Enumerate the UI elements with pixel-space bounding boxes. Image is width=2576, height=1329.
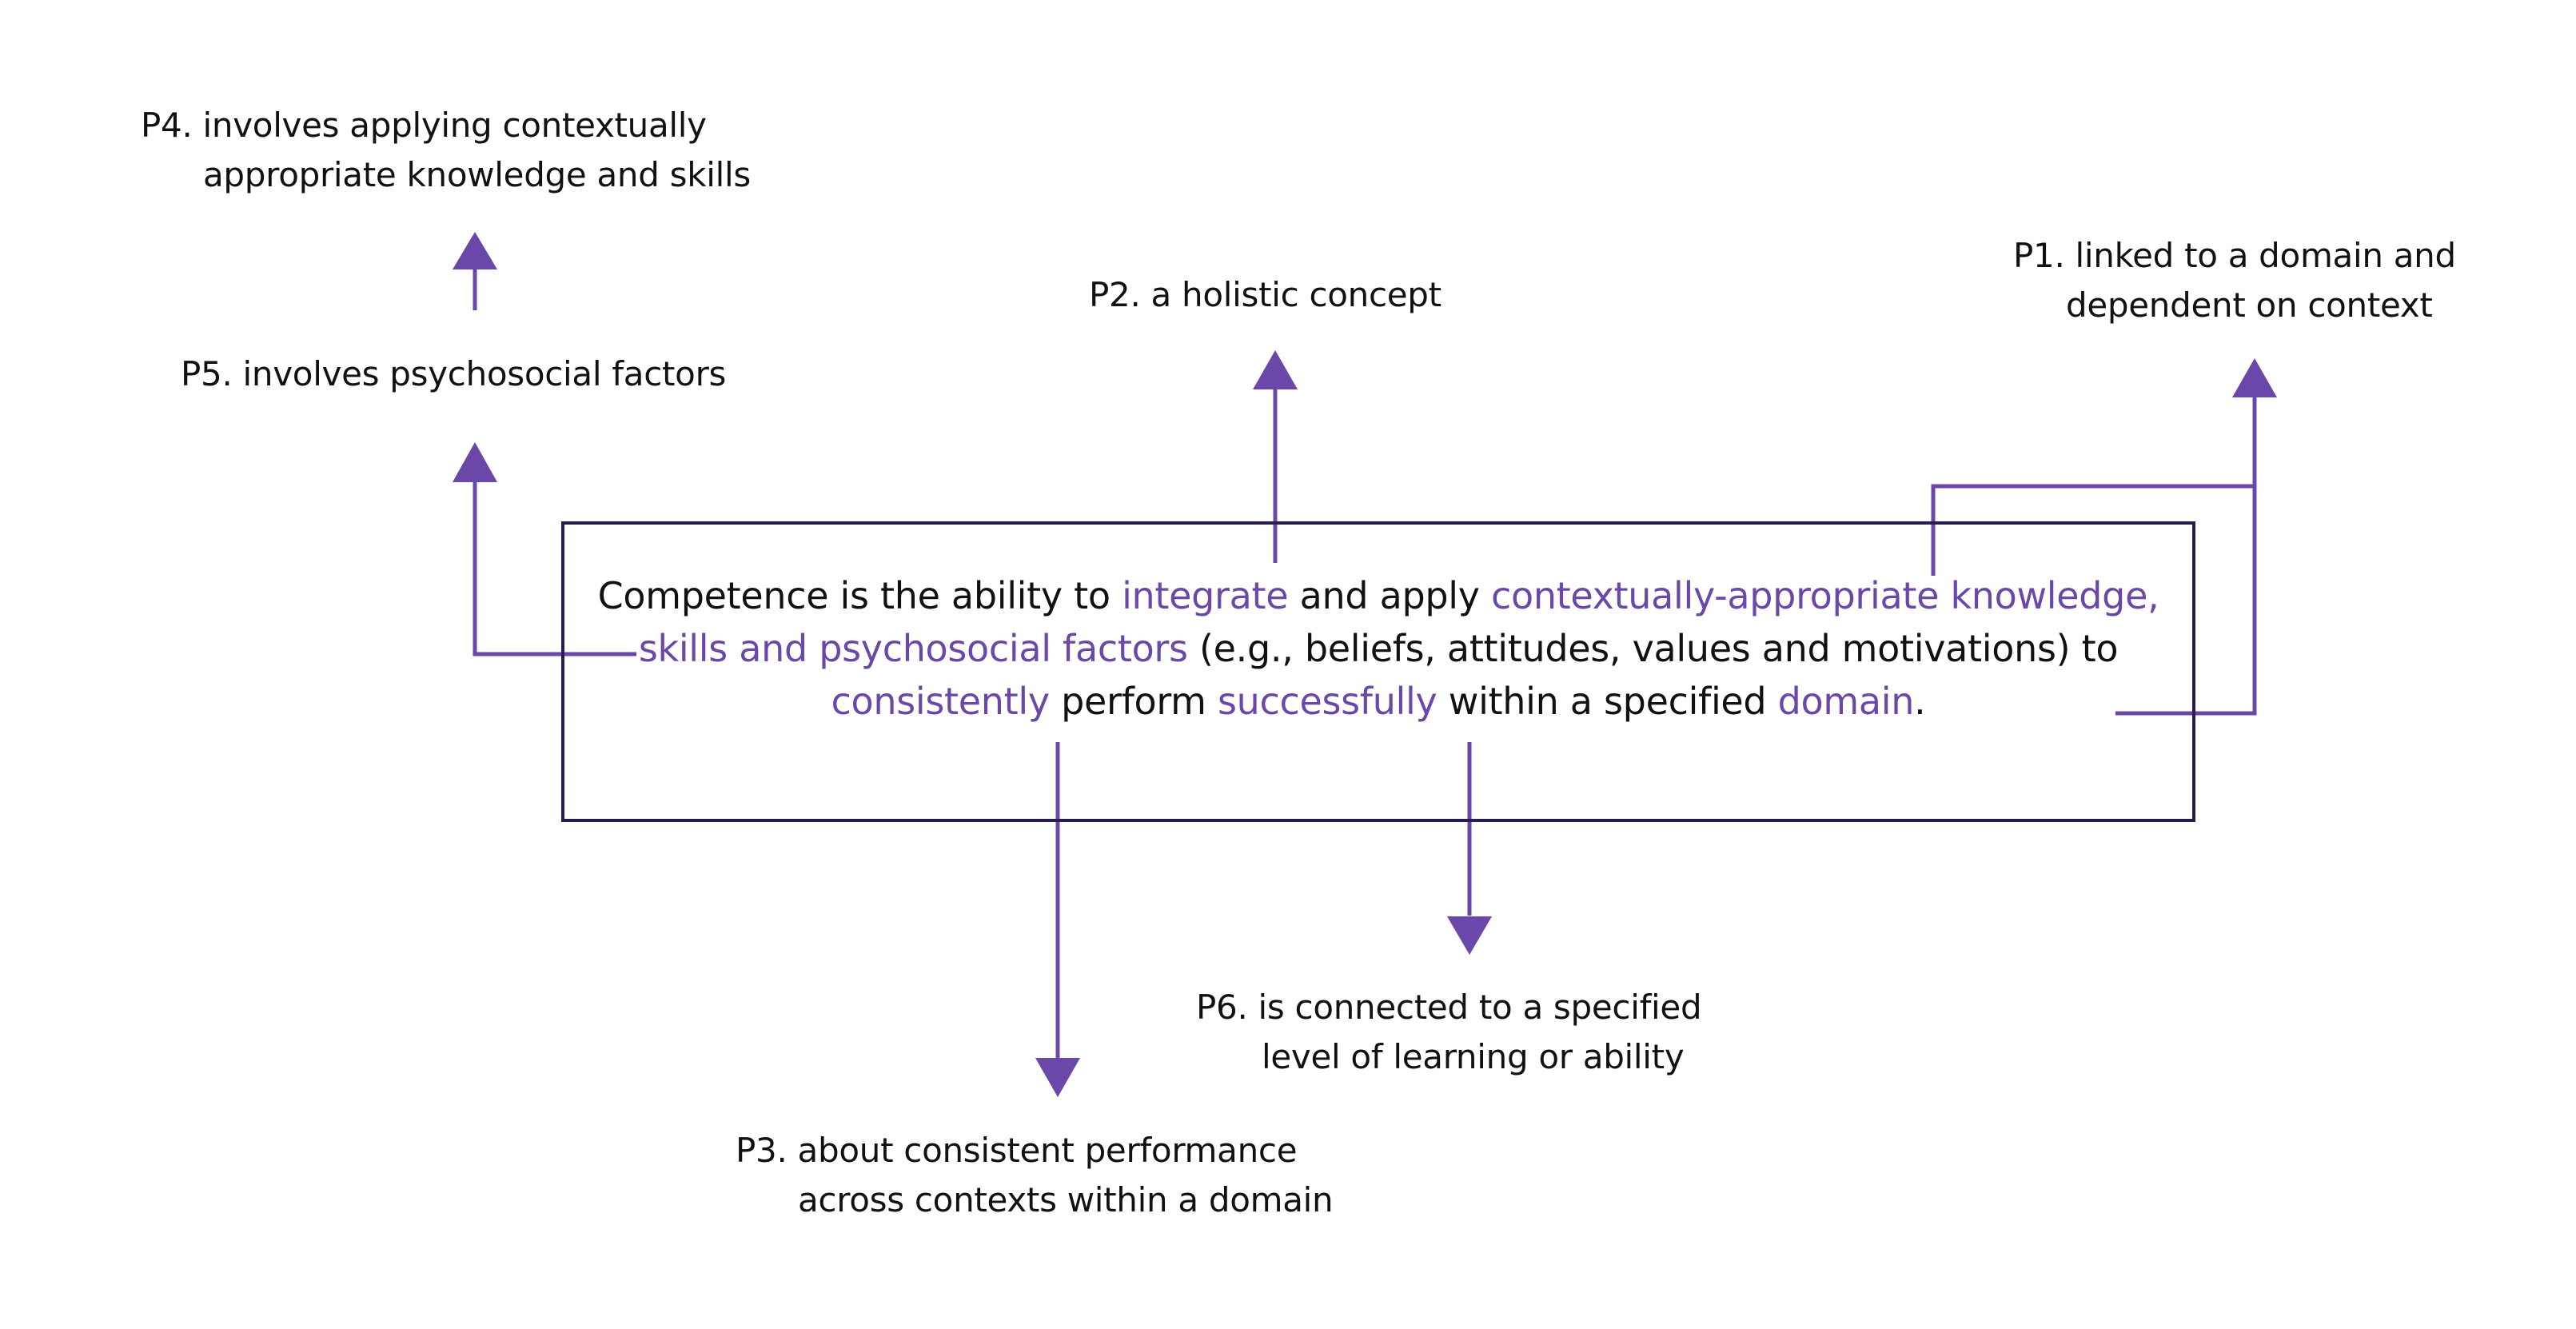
principle-p4-line1: P4. involves applying contextually xyxy=(141,106,707,145)
connector-domain-to-p1 xyxy=(2115,486,2257,716)
keyword-domain: domain xyxy=(1777,680,1915,723)
keyword-successfully: successfully xyxy=(1217,680,1438,723)
arrowhead-p6 xyxy=(1447,916,1492,955)
definition-box xyxy=(561,521,2195,822)
arrowhead-p3 xyxy=(1035,1058,1080,1097)
principle-p4: P4. involves applying contextually appro… xyxy=(141,101,751,200)
principle-p1: P1. linked to a domain and dependent on … xyxy=(2013,231,2456,330)
arrowhead-p4 xyxy=(453,232,497,269)
arrowhead-p1 xyxy=(2232,358,2277,397)
principle-p5: P5. involves psychosocial factors xyxy=(181,349,726,399)
principle-p6-line1: P6. is connected to a specified xyxy=(1196,988,1702,1027)
principle-p1-line2: dependent on context xyxy=(2066,285,2433,325)
principle-p3: P3. about consistent performance across … xyxy=(736,1126,1334,1225)
definition-text: and apply xyxy=(1288,574,1491,617)
keyword-contextually-appropriate: contextually-appropriate knowledge, skil… xyxy=(638,574,2159,670)
principle-p2-line1: P2. a holistic concept xyxy=(1089,275,1442,314)
competence-definition: Competence is the ability to integrate a… xyxy=(561,569,2195,728)
definition-text: within a specified xyxy=(1437,680,1778,723)
principle-p5-line1: P5. involves psychosocial factors xyxy=(181,354,727,393)
principle-p1-line1: P1. linked to a domain and xyxy=(2013,236,2456,275)
definition-text: . xyxy=(1914,680,1926,723)
connector-psychosocial-to-p5 xyxy=(473,477,636,657)
definition-text: Competence is the ability to xyxy=(597,574,1123,617)
definition-text: (e.g., beliefs, attitudes, values and mo… xyxy=(1187,627,2119,670)
keyword-consistently: consistently xyxy=(831,680,1051,723)
arrowhead-p5 xyxy=(453,442,497,482)
connector-contextual-to-p1 xyxy=(1931,392,2257,576)
principle-p4-line2: appropriate knowledge and skills xyxy=(203,155,751,194)
keyword-integrate: integrate xyxy=(1122,574,1289,617)
principle-p3-line2: across contexts within a domain xyxy=(798,1180,1334,1219)
principle-p6-line2: level of learning or ability xyxy=(1262,1037,1685,1076)
principle-p2: P2. a holistic concept xyxy=(1089,270,1442,320)
principle-p6: P6. is connected to a specified level of… xyxy=(1196,983,1702,1082)
definition-text: perform xyxy=(1049,680,1218,723)
arrowhead-p2 xyxy=(1253,350,1298,389)
principle-p3-line1: P3. about consistent performance xyxy=(736,1131,1298,1170)
